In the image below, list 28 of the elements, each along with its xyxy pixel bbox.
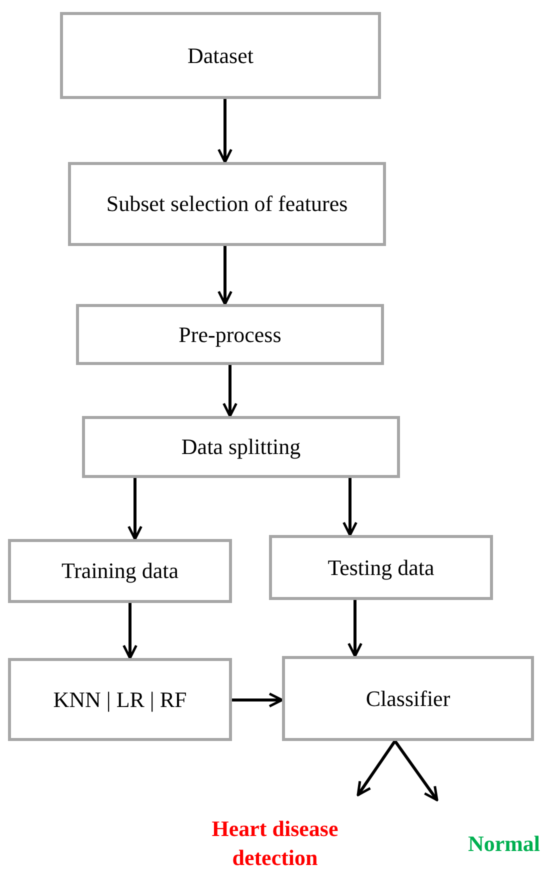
- node-text: Testing data: [328, 554, 434, 582]
- arrow: [342, 478, 358, 536]
- outcome-label: Heart disease detection: [190, 815, 360, 871]
- process-box: [282, 656, 534, 741]
- node-text: Pre-process: [178, 320, 282, 349]
- outcome-label: Normal: [458, 830, 550, 860]
- arrow: [232, 692, 284, 708]
- process-box: [76, 304, 384, 365]
- arrow: [218, 246, 232, 306]
- node-text: KNN | LR | RF: [53, 686, 187, 714]
- process-box: [82, 416, 400, 478]
- node-text: Training data: [61, 557, 179, 586]
- node-text: Data splitting: [181, 433, 301, 462]
- process-box: [269, 535, 493, 600]
- process-box: [60, 12, 381, 99]
- node-text: Subset selection of features: [106, 190, 348, 218]
- arrow: [348, 600, 362, 658]
- arrow: [218, 99, 232, 164]
- node-text: Classifier: [366, 684, 450, 713]
- arrow: [122, 603, 138, 660]
- process-box: [8, 539, 232, 603]
- arrow: [222, 365, 238, 418]
- process-box: [68, 162, 386, 246]
- arrow: [128, 478, 142, 540]
- node-text: Dataset: [188, 42, 254, 70]
- process-box: [8, 658, 232, 741]
- arrow: [356, 740, 396, 796]
- arrow: [394, 740, 438, 802]
